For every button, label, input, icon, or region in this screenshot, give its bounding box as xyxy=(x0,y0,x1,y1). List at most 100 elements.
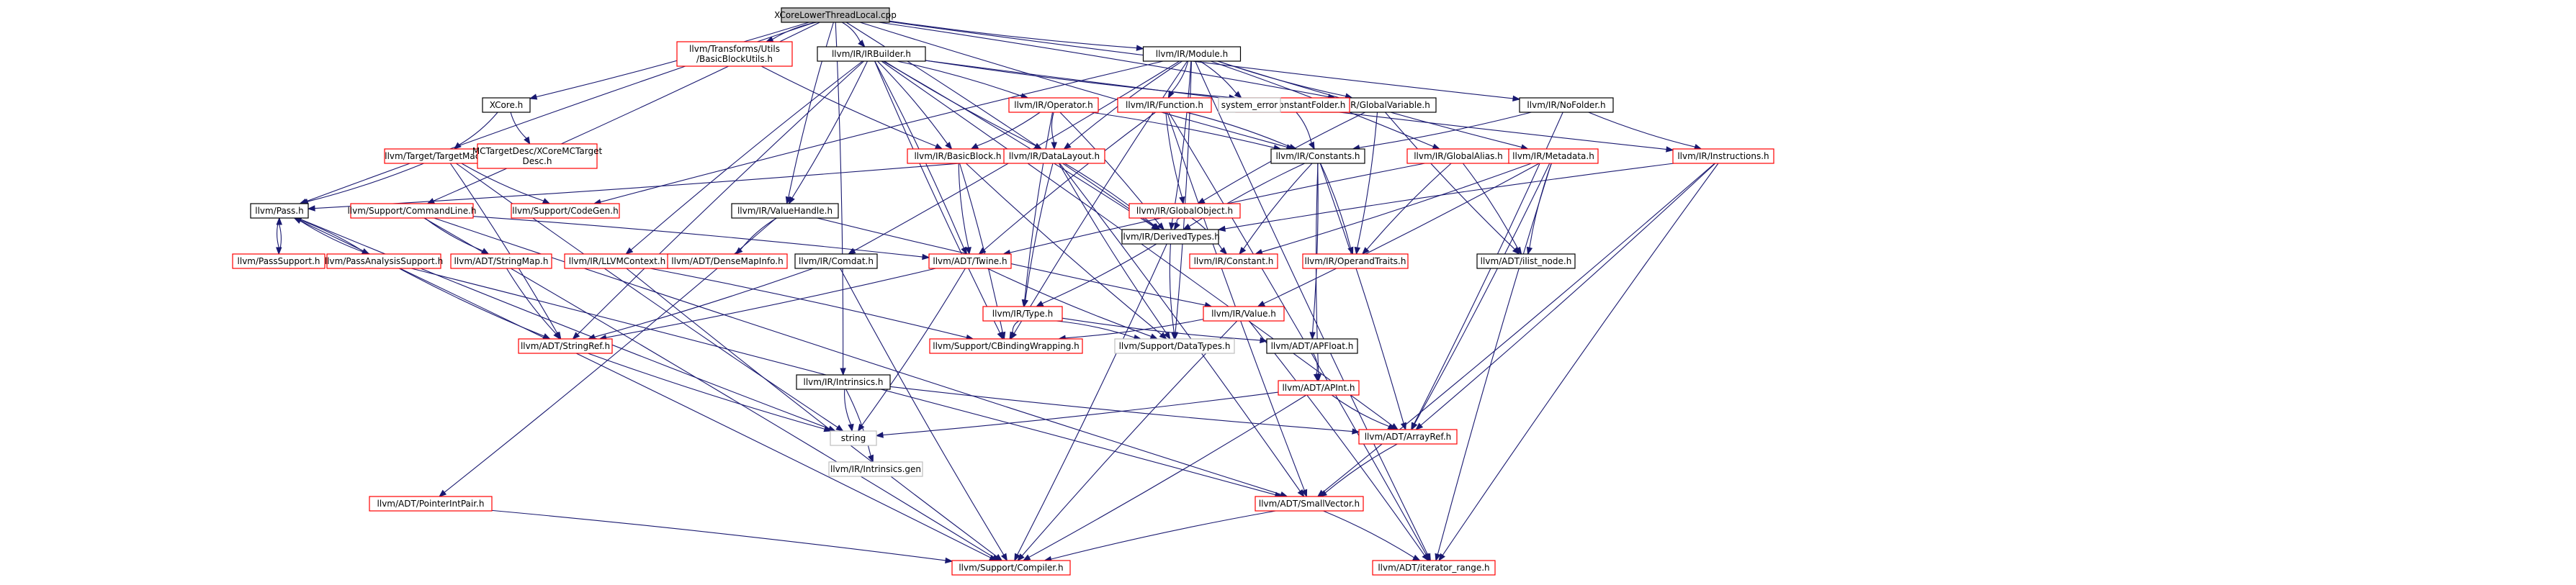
node-basicblock[interactable]: llvm/IR/BasicBlock.h xyxy=(907,148,1009,164)
edge-derivedtypes-to-type xyxy=(1035,243,1157,307)
node-root[interactable]: XCoreLowerThreadLocal.cpp xyxy=(774,7,897,23)
node-twine[interactable]: llvm/ADT/Twine.h xyxy=(928,253,1012,269)
node-butils[interactable]: llvm/Transforms/Utils/BasicBlockUtils.h xyxy=(676,41,793,67)
node-label: llvm/PassSupport.h xyxy=(238,256,320,266)
edge-constfolder-to-constants xyxy=(1296,112,1315,150)
node-box xyxy=(1278,380,1360,396)
edge-globalobject-to-derivedtypes xyxy=(1173,217,1181,231)
node-label: XCore.h xyxy=(490,100,524,110)
node-globalalias[interactable]: llvm/IR/GlobalAlias.h xyxy=(1406,148,1510,164)
node-datatypes: llvm/Support/DataTypes.h xyxy=(1114,338,1235,354)
node-label: llvm/Pass.h xyxy=(255,206,303,216)
edge-datalayout-to-smallvector xyxy=(1059,163,1305,498)
node-constants[interactable]: llvm/IR/Constants.h xyxy=(1270,148,1365,164)
node-value[interactable]: llvm/IR/Value.h xyxy=(1203,306,1285,322)
node-box xyxy=(1270,148,1365,164)
node-label: llvm/IR/BasicBlock.h xyxy=(914,151,1001,161)
node-box xyxy=(796,374,891,390)
node-operator[interactable]: llvm/IR/Operator.h xyxy=(1008,97,1099,113)
node-label: llvm/ADT/DenseMapInfo.h xyxy=(671,256,783,266)
edge-derivedtypes-to-compiler xyxy=(1014,243,1167,562)
node-apint[interactable]: llvm/ADT/APInt.h xyxy=(1278,380,1360,396)
node-passsupport[interactable]: llvm/PassSupport.h xyxy=(232,253,326,269)
edge-function-to-constants xyxy=(1185,112,1298,150)
node-ilistnode[interactable]: llvm/ADT/ilist_node.h xyxy=(1476,253,1576,269)
node-label: llvm/Transforms/Utils xyxy=(689,44,780,54)
edge-irbuilder-to-valuehandle xyxy=(788,60,868,205)
node-label: llvm/IR/DataLayout.h xyxy=(1009,151,1100,161)
edge-module-to-syserror xyxy=(1199,60,1242,99)
edge-globalalias-to-ilistnode xyxy=(1463,163,1522,255)
edge-target-to-string xyxy=(456,163,844,432)
node-compiler[interactable]: llvm/Support/Compiler.h xyxy=(951,560,1071,576)
node-stringref[interactable]: llvm/ADT/StringRef.h xyxy=(518,338,613,354)
node-comdat[interactable]: llvm/IR/Comdat.h xyxy=(794,253,878,269)
node-iterrange[interactable]: llvm/ADT/iterator_range.h xyxy=(1372,560,1496,576)
nodes-layer: XCoreLowerThreadLocal.cpp llvm/Transforms… xyxy=(232,7,1774,576)
node-smallvector[interactable]: llvm/ADT/SmallVector.h xyxy=(1255,496,1364,512)
node-label: llvm/IR/GlobalVariable.h xyxy=(1327,100,1430,110)
node-box xyxy=(982,306,1063,322)
node-label: llvm/IR/Constant.h xyxy=(1194,256,1274,266)
node-label: llvm/IR/Operator.h xyxy=(1014,100,1092,110)
node-label: llvm/IR/GlobalObject.h xyxy=(1136,206,1233,216)
node-label: llvm/ADT/PointerIntPair.h xyxy=(377,499,485,509)
node-stringmap[interactable]: llvm/ADT/StringMap.h xyxy=(450,253,552,269)
node-label: llvm/ADT/iterator_range.h xyxy=(1378,563,1489,573)
node-datalayout[interactable]: llvm/IR/DataLayout.h xyxy=(1003,148,1105,164)
node-nofolder[interactable]: llvm/IR/NoFolder.h xyxy=(1519,97,1614,113)
node-label: llvm/IR/Metadata.h xyxy=(1512,151,1594,161)
node-box xyxy=(250,203,309,219)
edge-metadata-to-ilistnode xyxy=(1526,163,1552,255)
edge-irbuilder-to-basicblock xyxy=(877,60,953,150)
node-box xyxy=(1672,148,1774,164)
node-globalobject[interactable]: llvm/IR/GlobalObject.h xyxy=(1128,203,1241,219)
edge-target-to-pass xyxy=(300,163,424,205)
node-label: llvm/Support/DataTypes.h xyxy=(1119,341,1231,351)
node-box xyxy=(232,253,326,269)
node-codegen[interactable]: llvm/Support/CodeGen.h xyxy=(511,203,620,219)
node-xcore[interactable]: XCore.h xyxy=(482,97,531,113)
node-apfloat[interactable]: llvm/ADT/APFloat.h xyxy=(1266,338,1358,354)
node-label: llvm/ADT/ilist_node.h xyxy=(1481,256,1572,266)
node-module[interactable]: llvm/IR/Module.h xyxy=(1142,46,1242,62)
node-label: llvm/Target/TargetMachine.h xyxy=(385,151,506,161)
node-label: llvm/Support/CommandLine.h xyxy=(347,206,476,216)
node-instructions[interactable]: llvm/IR/Instructions.h xyxy=(1672,148,1774,164)
node-label: llvm/IR/IRBuilder.h xyxy=(832,49,911,59)
node-intrinsics[interactable]: llvm/IR/Intrinsics.h xyxy=(796,374,891,390)
node-derivedtypes[interactable]: llvm/IR/DerivedTypes.h xyxy=(1121,229,1220,245)
node-cmdline[interactable]: llvm/Support/CommandLine.h xyxy=(347,203,477,219)
node-arrayref[interactable]: llvm/ADT/ArrayRef.h xyxy=(1358,429,1458,445)
edge-instructions-to-derivedtypes xyxy=(1217,163,1674,232)
edge-metadata-to-value xyxy=(1257,163,1540,307)
node-label: llvm/IR/Value.h xyxy=(1211,309,1276,319)
node-valuehandle[interactable]: llvm/IR/ValueHandle.h xyxy=(731,203,839,219)
edge-root-to-irbuilder xyxy=(841,22,866,48)
edge-passsupport-to-pass xyxy=(276,217,282,255)
node-operandtraits[interactable]: llvm/IR/OperandTraits.h xyxy=(1302,253,1409,269)
edge-datalayout-to-pass xyxy=(307,159,1005,212)
node-function[interactable]: llvm/IR/Function.h xyxy=(1117,97,1212,113)
node-label: llvm/IR/Instructions.h xyxy=(1677,151,1769,161)
node-passanalysis[interactable]: llvm/PassAnalysisSupport.h xyxy=(325,253,443,269)
node-constant[interactable]: llvm/IR/Constant.h xyxy=(1189,253,1278,269)
node-irbuilder[interactable]: llvm/IR/IRBuilder.h xyxy=(817,46,926,62)
edge-stringmap-to-stringref xyxy=(506,268,561,340)
edge-xcore-to-mctarget xyxy=(510,112,531,145)
node-pointerint[interactable]: llvm/ADT/PointerIntPair.h xyxy=(369,496,493,512)
edge-irbuilder-to-cbinding xyxy=(874,60,1003,340)
node-pass[interactable]: llvm/Pass.h xyxy=(250,203,309,219)
edge-apint-to-arrayref xyxy=(1331,394,1396,430)
node-cbinding[interactable]: llvm/Support/CBindingWrapping.h xyxy=(929,338,1083,354)
node-type[interactable]: llvm/IR/Type.h xyxy=(982,306,1063,322)
node-densemapinfo[interactable]: llvm/ADT/DenseMapInfo.h xyxy=(667,253,788,269)
edge-cmdline-to-twine xyxy=(472,216,930,260)
edge-target-to-stringref xyxy=(449,163,562,340)
node-box xyxy=(1358,429,1458,445)
node-llvmcontext[interactable]: llvm/IR/LLVMContext.h xyxy=(564,253,670,269)
node-target[interactable]: llvm/Target/TargetMachine.h xyxy=(384,148,508,164)
node-metadata[interactable]: llvm/IR/Metadata.h xyxy=(1508,148,1599,164)
node-box xyxy=(482,97,531,113)
